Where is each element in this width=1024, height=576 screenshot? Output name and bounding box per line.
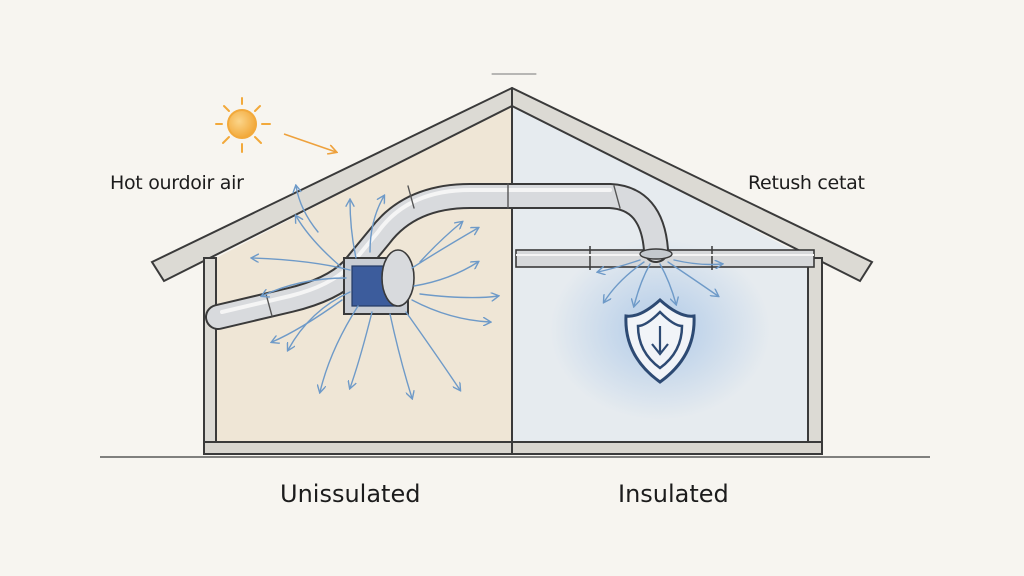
insulated-label: Insulated (618, 480, 729, 508)
main-air-duct (205, 183, 673, 330)
hot-outdoor-air-label: Hot ourdoir air (110, 172, 244, 194)
uninsulated-label: Unissulated (280, 480, 421, 508)
sun-icon (215, 97, 271, 153)
shield-icon (624, 297, 696, 384)
vent-airflow-arrows (598, 259, 722, 306)
sun-heat-arrow (283, 133, 336, 152)
air-leak-arrows (252, 186, 498, 398)
return-air-label: Retush cetat (748, 172, 865, 194)
air-handler-box (343, 249, 415, 315)
house-frame (100, 104, 930, 458)
